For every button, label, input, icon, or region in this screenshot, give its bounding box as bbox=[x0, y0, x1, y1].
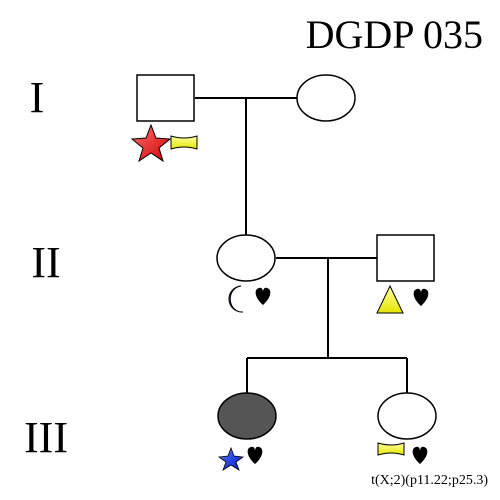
karyotype-note: t(X;2)(p11.22;p25.3) bbox=[371, 473, 488, 488]
member-iii-2-female bbox=[377, 392, 437, 440]
member-i-2-female bbox=[296, 74, 356, 122]
black-heart-icon bbox=[412, 446, 428, 464]
star-red-icon bbox=[130, 123, 172, 163]
yellow-rect-icon bbox=[170, 135, 198, 150]
blue-star-icon bbox=[217, 446, 245, 471]
black-heart-icon bbox=[413, 288, 429, 306]
purple-moon-icon bbox=[228, 285, 244, 313]
member-ii-2-male bbox=[376, 234, 435, 282]
member-iii-1-female-affected bbox=[217, 392, 277, 440]
black-heart-icon bbox=[247, 446, 263, 464]
yellow-rect-icon bbox=[377, 442, 405, 456]
generation-label-1: I bbox=[30, 73, 45, 122]
pedigree-title: DGDP 035 bbox=[306, 12, 483, 57]
generation-label-3: III bbox=[24, 413, 68, 462]
black-heart-icon bbox=[255, 287, 271, 305]
member-i-1-male bbox=[136, 74, 195, 122]
yellow-triangle-icon bbox=[376, 284, 404, 314]
member-ii-1-female bbox=[216, 234, 276, 282]
generation-label-2: II bbox=[31, 238, 60, 287]
pedigree-lines bbox=[195, 97, 408, 394]
